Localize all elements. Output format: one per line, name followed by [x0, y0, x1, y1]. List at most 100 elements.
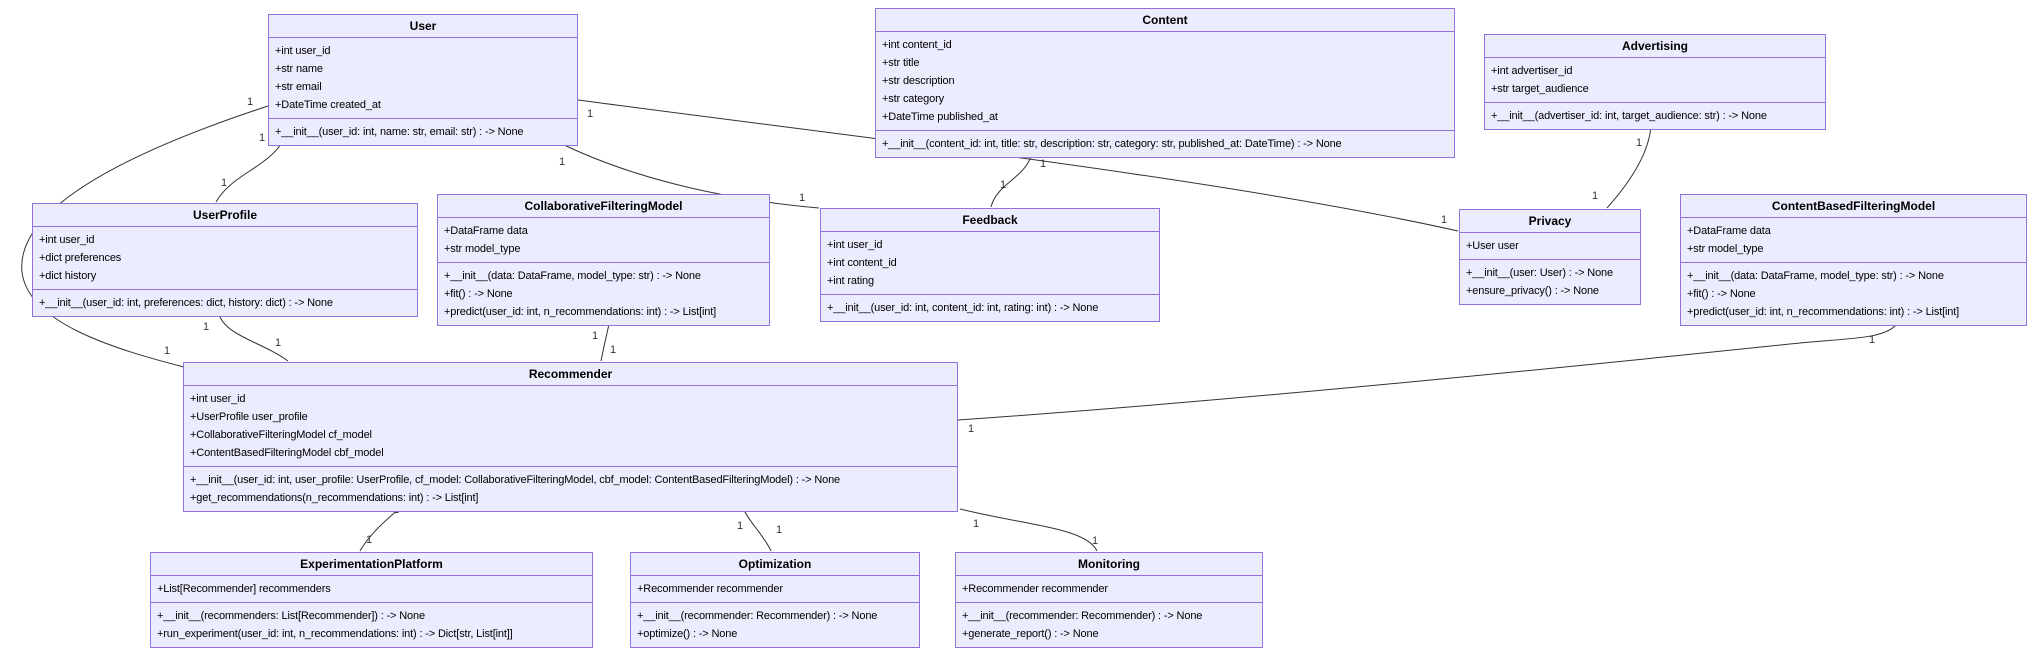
multiplicity-label: 1 [1592, 190, 1598, 202]
attribute-row: +DataFrame data [444, 225, 528, 237]
method-row: +__init__(advertiser_id: int, target_aud… [1491, 110, 1767, 122]
attribute-row: +int user_id [190, 393, 246, 405]
class-title: Privacy [1460, 210, 1640, 233]
method-row: +__init__(user_id: int, preferences: dic… [39, 297, 333, 309]
relationship-edge-contentbased-recommender [957, 324, 1897, 421]
class-title: UserProfile [33, 204, 417, 227]
class-box-feedback: Feedback+int user_id+int content_id+int … [820, 208, 1160, 322]
class-title: ContentBasedFilteringModel [1681, 195, 2026, 218]
method-row: +optimize() : -> None [637, 628, 738, 640]
attributes-section: +int user_id +UserProfile user_profile +Co… [184, 386, 957, 467]
attributes-section: +int content_id+str title+str descriptio… [876, 32, 1454, 131]
attribute-row: +DateTime published_at [882, 111, 998, 123]
attribute-row: +str target_audience [1491, 83, 1589, 95]
attribute-row: +Recommender recommender [962, 583, 1108, 595]
method-row: +__init__(recommender: Recommender) : ->… [962, 610, 1203, 622]
attributes-section: +DataFrame data+str model_type [438, 218, 769, 263]
attributes-section: +int user_id +dict preferences +dict histo… [33, 227, 417, 290]
methods-section: +__init__(recommender: Recommender) : ->… [956, 603, 1262, 647]
attributes-section: +User user [1460, 233, 1640, 260]
method-row: +predict(user_id: int, n_recommendations… [1687, 306, 1960, 318]
class-box-user: User+int user_id+str name+str email+Date… [268, 14, 578, 146]
class-box-content: Content+int content_id+str title+str des… [875, 8, 1455, 158]
methods-section: +__init__(content_id: int, title: str, d… [876, 131, 1454, 157]
attribute-row: +str model_type [1687, 243, 1764, 255]
multiplicity-label: 1 [221, 177, 227, 189]
multiplicity-label: 1 [1441, 214, 1447, 226]
class-title: Content [876, 9, 1454, 32]
class-title: Monitoring [956, 553, 1262, 576]
attributes-section: +Recommender recommender [956, 576, 1262, 603]
method-row: +__init__(data: DataFrame, model_type: s… [1687, 270, 1944, 282]
relationship-edge-user-privacy [577, 99, 1459, 232]
relationship-edge-advertising-privacy [1606, 125, 1652, 209]
attribute-row: +int advertiser_id [1491, 65, 1573, 77]
attributes-section: +List[Recommender] recommenders [151, 576, 592, 603]
multiplicity-label: 1 [366, 534, 372, 546]
attribute-row: +UserProfile user_profile [190, 411, 308, 423]
multiplicity-label: 1 [559, 156, 565, 168]
method-row: +__init__(recommender: Recommender) : ->… [637, 610, 878, 622]
multiplicity-label: 1 [1040, 158, 1046, 170]
methods-section: +__init__(user_id: int, content_id: int,… [821, 295, 1159, 321]
multiplicity-label: 1 [799, 192, 805, 204]
multiplicity-label: 1 [203, 321, 209, 333]
relationship-edge-user-recommender [21, 105, 269, 368]
methods-section: +__init__(recommenders: List[Recommender… [151, 603, 592, 647]
multiplicity-label: 1 [259, 132, 265, 144]
class-title: ExperimentationPlatform [151, 553, 592, 576]
attribute-row: +dict history [39, 270, 97, 282]
attributes-section: +Recommender recommender [631, 576, 919, 603]
multiplicity-label: 1 [1092, 535, 1098, 547]
attribute-row: +ContentBasedFilteringModel cbf_model [190, 447, 384, 459]
class-box-contentbased: ContentBasedFilteringModel +DataFrame dat… [1680, 194, 2027, 326]
class-title: Advertising [1485, 35, 1825, 58]
attribute-row: +DateTime created_at [275, 99, 381, 111]
attribute-row: +User user [1466, 240, 1519, 252]
method-row: +predict(user_id: int, n_recommendations… [444, 306, 717, 318]
multiplicity-label: 1 [973, 518, 979, 530]
attribute-row: +str name [275, 63, 323, 75]
attribute-row: +int content_id [882, 39, 952, 51]
methods-section: +__init__(data: DataFrame, model_type: s… [438, 263, 769, 325]
multiplicity-label: 1 [587, 108, 593, 120]
relationship-edge-user-feedback [555, 140, 820, 209]
attribute-row: +List[Recommender] recommenders [157, 583, 331, 595]
attribute-row: +dict preferences [39, 252, 122, 264]
relationship-edge-recommender-monitoring [959, 508, 1098, 552]
method-row: +__init__(content_id: int, title: str, d… [882, 138, 1342, 150]
attribute-row: +CollaborativeFilteringModel cf_model [190, 429, 372, 441]
attribute-row: +str email [275, 81, 322, 93]
attribute-row: +int user_id [39, 234, 95, 246]
class-box-monitoring: Monitoring +Recommender recommender +__ini… [955, 552, 1263, 648]
method-row: +generate_report() : -> None [962, 628, 1099, 640]
methods-section: +__init__(data: DataFrame, model_type: s… [1681, 263, 2026, 325]
multiplicity-label: 1 [610, 344, 616, 356]
method-row: +__init__(user_id: int, name: str, email… [275, 126, 524, 138]
relationship-edge-user-userprofile [215, 140, 284, 203]
class-title: CollaborativeFilteringModel [438, 195, 769, 218]
attribute-row: +int rating [827, 275, 874, 287]
method-row: +ensure_privacy() : -> None [1466, 285, 1599, 297]
attribute-row: +str title [882, 57, 920, 69]
attributes-section: +int user_id+str name+str email+DateTime… [269, 38, 577, 119]
multiplicity-label: 1 [968, 423, 974, 435]
attribute-row: +Recommender recommender [637, 583, 783, 595]
relationship-edge-content-feedback [990, 152, 1033, 208]
multiplicity-label: 1 [164, 345, 170, 357]
methods-section: +__init__(user: User) : -> None +ensure_p… [1460, 260, 1640, 304]
relationship-edge-recommender-optimization [743, 509, 772, 552]
class-box-advertising: Advertising +int advertiser_id +str target… [1484, 34, 1826, 130]
attribute-row: +DataFrame data [1687, 225, 1771, 237]
methods-section: +__init__(user_id: int, preferences: dic… [33, 290, 417, 316]
method-row: +fit() : -> None [1687, 288, 1756, 300]
attributes-section: +int user_id+int content_id+int rating [821, 232, 1159, 295]
method-row: +get_recommendations(n_recommendations: … [190, 492, 479, 504]
method-row: +__init__(user: User) : -> None [1466, 267, 1613, 279]
multiplicity-label: 1 [1000, 179, 1006, 191]
attribute-row: +int user_id [827, 239, 883, 251]
multiplicity-label: 1 [1636, 137, 1642, 149]
class-title: Feedback [821, 209, 1159, 232]
attributes-section: +int advertiser_id +str target_audience [1485, 58, 1825, 103]
